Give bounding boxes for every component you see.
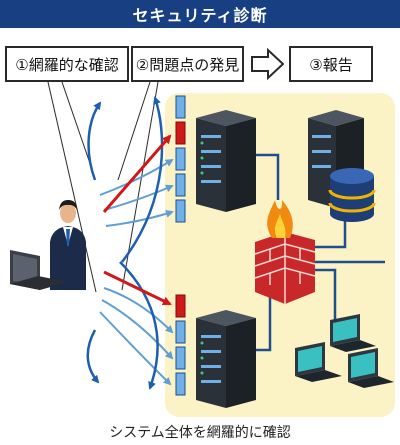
- scan-arrows: [99, 158, 174, 386]
- database-icon: [328, 168, 376, 222]
- laptop-icon: [348, 348, 394, 388]
- laptop-icon: [330, 314, 376, 352]
- person-icon: [50, 200, 86, 290]
- arrow-right-icon: [251, 47, 285, 81]
- page-title: セキュリティ診断: [0, 0, 400, 28]
- step-1-label: ①網羅的な確認: [15, 55, 119, 74]
- sweep-arrows: [86, 96, 164, 390]
- step-3-box: ③報告: [289, 46, 373, 82]
- port-column-top: [175, 95, 186, 223]
- finding-arrows: [102, 134, 172, 306]
- server-icon: [196, 110, 256, 212]
- laptop-icon: [295, 342, 342, 382]
- caption: システム全体を網羅的に確認: [109, 425, 291, 441]
- step-2-label: ②問題点の発見: [135, 55, 240, 74]
- laptop-icon: [10, 250, 68, 290]
- port-column-bottom: [175, 294, 186, 396]
- step-1-box: ①網羅的な確認: [5, 46, 129, 82]
- firewall-icon: [254, 232, 316, 304]
- step-2-box: ②問題点の発見: [131, 46, 244, 82]
- flame-icon: [267, 200, 293, 238]
- server-icon: [196, 310, 256, 408]
- step-3-label: ③報告: [309, 55, 353, 74]
